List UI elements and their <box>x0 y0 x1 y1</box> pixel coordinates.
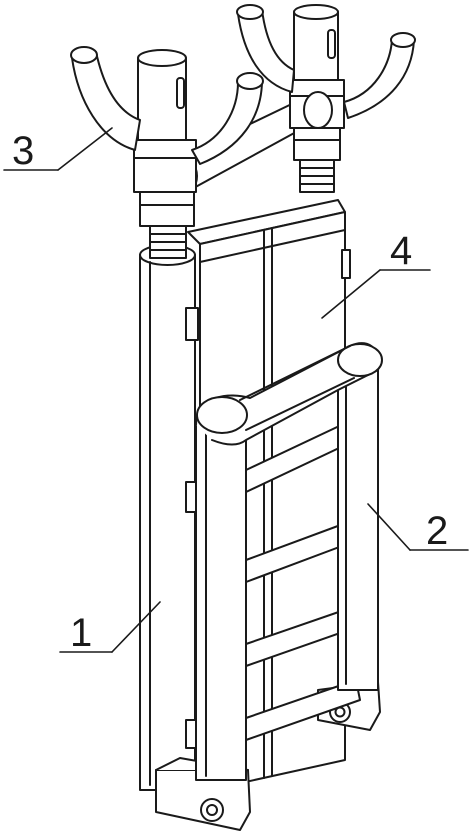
leader-line-3b <box>57 127 113 171</box>
label-1: 1 <box>70 611 92 655</box>
ladder-frame-part-2 <box>195 342 383 781</box>
label-3: 3 <box>12 129 34 173</box>
leader-line-2b <box>367 503 411 551</box>
reference-numerals: 3 4 2 1 <box>12 129 448 655</box>
leader-lines <box>3 127 469 653</box>
leader-line-1b <box>111 601 161 653</box>
label-2: 2 <box>426 509 448 553</box>
cylinder-part-1 <box>139 244 199 791</box>
leader-line-4b <box>321 269 381 319</box>
fork-assembly-part-3 <box>70 4 416 259</box>
label-4: 4 <box>390 229 412 273</box>
